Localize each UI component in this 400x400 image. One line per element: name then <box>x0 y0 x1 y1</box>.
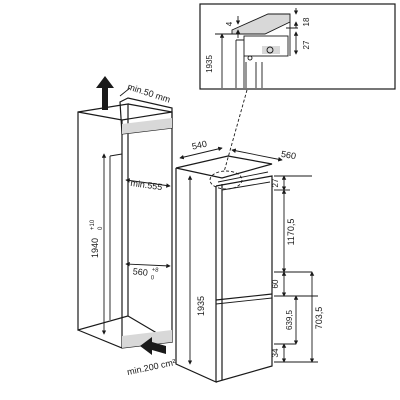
detail-hinge <box>243 35 289 57</box>
airflow-in-arrow-icon <box>140 337 166 355</box>
appliance-height-1935-label: 1935 <box>196 296 206 316</box>
niche-height-tol-plus: +10 <box>90 219 96 230</box>
appliance-dim-639-5-label: 639,5 <box>285 309 294 330</box>
appliance-width-dimline <box>231 148 283 162</box>
detail-dim-1935: 1935 <box>205 55 214 73</box>
appliance-right-dims <box>274 175 318 363</box>
appliance-dim-1170-5-label: 1170,5 <box>286 219 296 246</box>
niche-vent-min-200-label: min.200 cm² <box>126 357 177 377</box>
appliance-dim-60-label: 60 <box>271 279 280 288</box>
detail-inset: 4 18 27 1935 <box>199 3 396 90</box>
detail-dim-27: 27 <box>302 40 311 49</box>
detail-callout-circle <box>209 170 243 190</box>
detail-leader-line <box>223 89 248 173</box>
niche-min-50-label: min.50 mm <box>126 82 171 105</box>
niche-min-555-label: min.555 <box>130 178 163 192</box>
detail-cabinet-top <box>232 14 290 34</box>
appliance-width-560-label: 560 <box>280 149 297 161</box>
niche-width-tol-minus: 0 <box>150 275 155 281</box>
detail-dim-4: 4 <box>225 21 234 26</box>
appliance-dim-27-label: 27 <box>271 178 280 187</box>
niche-cabinet <box>77 97 173 349</box>
appliance-fridge <box>175 155 273 383</box>
niche-width-dimline <box>125 261 171 269</box>
appliance-dim-703-5-label: 703,5 <box>314 307 324 330</box>
niche-width-tol-plus: +8 <box>151 267 159 274</box>
detail-dim-18: 18 <box>302 17 311 26</box>
detail-frame <box>199 3 396 90</box>
niche-width-560-label: 560 <box>132 266 148 278</box>
niche-height-tol-minus: 0 <box>98 226 104 230</box>
appliance-dim-34-label: 34 <box>271 348 280 357</box>
niche-height-1940-label: 1940 <box>90 238 100 258</box>
appliance-depth-dimline <box>179 146 223 160</box>
niche-depth-dimline <box>125 178 171 188</box>
appliance-depth-540-label: 540 <box>191 139 208 152</box>
niche-min50-leader <box>119 87 131 97</box>
airflow-up-arrow-icon <box>96 76 114 110</box>
